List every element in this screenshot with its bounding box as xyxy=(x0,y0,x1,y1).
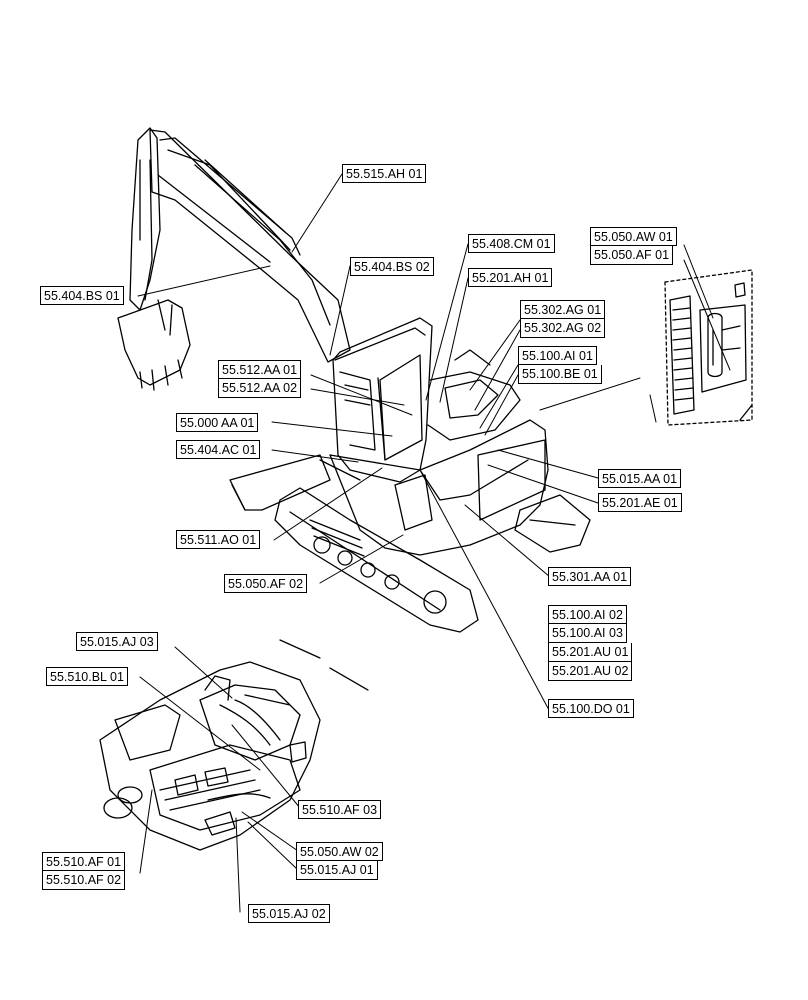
frame-inset-drawing xyxy=(99,661,321,851)
callout-55-100-ai-01[interactable]: 55.100.AI 01 xyxy=(518,346,597,365)
callout-55-050-af-01[interactable]: 55.050.AF 01 xyxy=(590,246,674,265)
callout-55-302-ag-02[interactable]: 55.302.AG 02 xyxy=(520,319,606,338)
callout-55-015-aj-01[interactable]: 55.015.AJ 01 xyxy=(296,861,378,880)
callout-55-510-af-01[interactable]: 55.510.AF 01 xyxy=(42,852,126,871)
callout-55-050-aw-01[interactable]: 55.050.AW 01 xyxy=(590,227,677,246)
callout-55-512-aa-01[interactable]: 55.512.AA 01 xyxy=(218,360,302,379)
callout-55-201-ah-01[interactable]: 55.201.AH 01 xyxy=(468,268,553,287)
callout-55-408-cm-01[interactable]: 55.408.CM 01 xyxy=(468,234,555,253)
callout-55-404-bs-02[interactable]: 55.404.BS 02 xyxy=(350,257,434,276)
callout-55-100-be-01[interactable]: 55.100.BE 01 xyxy=(518,365,602,384)
callout-55-100-ai-02[interactable]: 55.100.AI 02 xyxy=(548,605,627,624)
callout-55-512-aa-02[interactable]: 55.512.AA 02 xyxy=(218,379,302,398)
callout-55-015-aa-01[interactable]: 55.015.AA 01 xyxy=(598,469,682,488)
callout-55-050-aw-02[interactable]: 55.050.AW 02 xyxy=(296,842,383,861)
callout-55-100-do-01[interactable]: 55.100.DO 01 xyxy=(548,699,634,718)
callout-55-201-au-02[interactable]: 55.201.AU 02 xyxy=(548,662,633,681)
callout-55-404-ac-01[interactable]: 55.404.AC 01 xyxy=(176,440,261,459)
callout-55-511-ao-01[interactable]: 55.511.AO 01 xyxy=(176,530,261,549)
callout-55-301-aa-01[interactable]: 55.301.AA 01 xyxy=(548,567,632,586)
callout-55-015-aj-03[interactable]: 55.015.AJ 03 xyxy=(76,632,158,651)
leader-lines xyxy=(137,173,731,913)
callout-55-000-aa-01[interactable]: 55.000 AA 01 xyxy=(176,413,259,432)
callout-55-404-bs-01[interactable]: 55.404.BS 01 xyxy=(40,286,124,305)
callout-55-015-aj-02[interactable]: 55.015.AJ 02 xyxy=(248,904,330,923)
callout-55-201-au-01[interactable]: 55.201.AU 01 xyxy=(548,643,633,662)
callout-55-515-ah-01[interactable]: 55.515.AH 01 xyxy=(342,164,427,183)
callout-55-510-af-02[interactable]: 55.510.AF 02 xyxy=(42,871,126,890)
callout-55-510-af-03[interactable]: 55.510.AF 03 xyxy=(298,800,382,819)
callout-55-100-ai-03[interactable]: 55.100.AI 03 xyxy=(548,624,627,643)
callout-55-510-bl-01[interactable]: 55.510.BL 01 xyxy=(46,667,128,686)
callout-55-302-ag-01[interactable]: 55.302.AG 01 xyxy=(520,300,606,319)
filter-inset-drawing xyxy=(664,269,753,426)
callout-55-050-af-02[interactable]: 55.050.AF 02 xyxy=(224,574,308,593)
callout-55-201-ae-01[interactable]: 55.201.AE 01 xyxy=(598,493,682,512)
excavator-drawing xyxy=(117,127,591,691)
